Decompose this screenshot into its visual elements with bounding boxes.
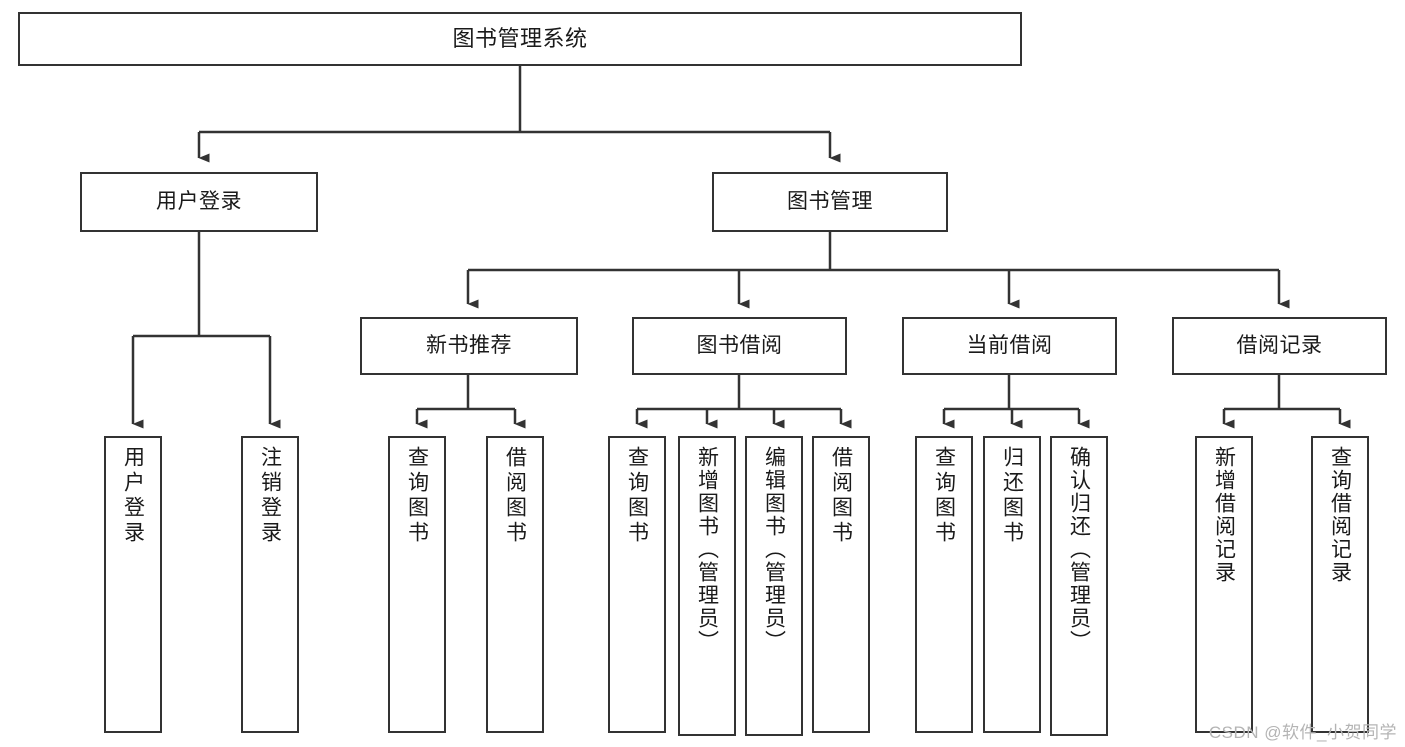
node-label: 借阅记录 xyxy=(1236,333,1323,357)
node-label: 图书管理系统 xyxy=(452,26,588,52)
node-label: 用户登录 xyxy=(121,446,145,546)
node-label: 查询借阅记录 xyxy=(1328,446,1352,584)
leaf-current-confirm-return[interactable]: 确认归还（管理员） xyxy=(1050,436,1108,736)
node-label: 编辑图书（管理员） xyxy=(762,446,786,653)
node-label: 确认归还（管理员） xyxy=(1067,446,1091,653)
node-label: 借阅图书 xyxy=(829,446,853,546)
node-root-system[interactable]: 图书管理系统 xyxy=(18,12,1022,66)
node-label: 图书管理 xyxy=(787,189,873,213)
leaf-current-query-book[interactable]: 查询图书 xyxy=(915,436,973,733)
node-label: 查询图书 xyxy=(932,446,956,546)
node-label: 图书借阅 xyxy=(696,333,783,357)
csdn-watermark: CSDN @软件_小贺同学 xyxy=(1208,723,1397,742)
leaf-borrow-query-book[interactable]: 查询图书 xyxy=(608,436,666,733)
leaf-record-add[interactable]: 新增借阅记录 xyxy=(1195,436,1253,733)
node-new-book-recommend[interactable]: 新书推荐 xyxy=(360,317,578,375)
leaf-logout[interactable]: 注销登录 xyxy=(241,436,299,733)
node-book-management[interactable]: 图书管理 xyxy=(712,172,948,232)
node-borrow-record[interactable]: 借阅记录 xyxy=(1172,317,1387,375)
node-label: 注销登录 xyxy=(258,446,282,546)
leaf-borrow-add-book[interactable]: 新增图书（管理员） xyxy=(678,436,736,736)
leaf-new-book-borrow[interactable]: 借阅图书 xyxy=(486,436,544,733)
node-label: 查询图书 xyxy=(625,446,649,546)
leaf-new-book-query[interactable]: 查询图书 xyxy=(388,436,446,733)
node-label: 借阅图书 xyxy=(503,446,527,546)
leaf-borrow-edit-book[interactable]: 编辑图书（管理员） xyxy=(745,436,803,736)
leaf-current-return-book[interactable]: 归还图书 xyxy=(983,436,1041,733)
node-book-borrow[interactable]: 图书借阅 xyxy=(632,317,847,375)
node-label: 用户登录 xyxy=(156,189,242,213)
node-label: 新增借阅记录 xyxy=(1212,446,1236,584)
leaf-borrow-borrow-book[interactable]: 借阅图书 xyxy=(812,436,870,733)
leaf-record-query[interactable]: 查询借阅记录 xyxy=(1311,436,1369,733)
node-label: 归还图书 xyxy=(1000,446,1024,546)
node-label: 新增图书（管理员） xyxy=(695,446,719,653)
node-label: 新书推荐 xyxy=(426,333,512,357)
node-current-borrow[interactable]: 当前借阅 xyxy=(902,317,1117,375)
leaf-user-login[interactable]: 用户登录 xyxy=(104,436,162,733)
node-label: 查询图书 xyxy=(405,446,429,546)
node-label: 当前借阅 xyxy=(966,333,1053,357)
node-user-login[interactable]: 用户登录 xyxy=(80,172,318,232)
